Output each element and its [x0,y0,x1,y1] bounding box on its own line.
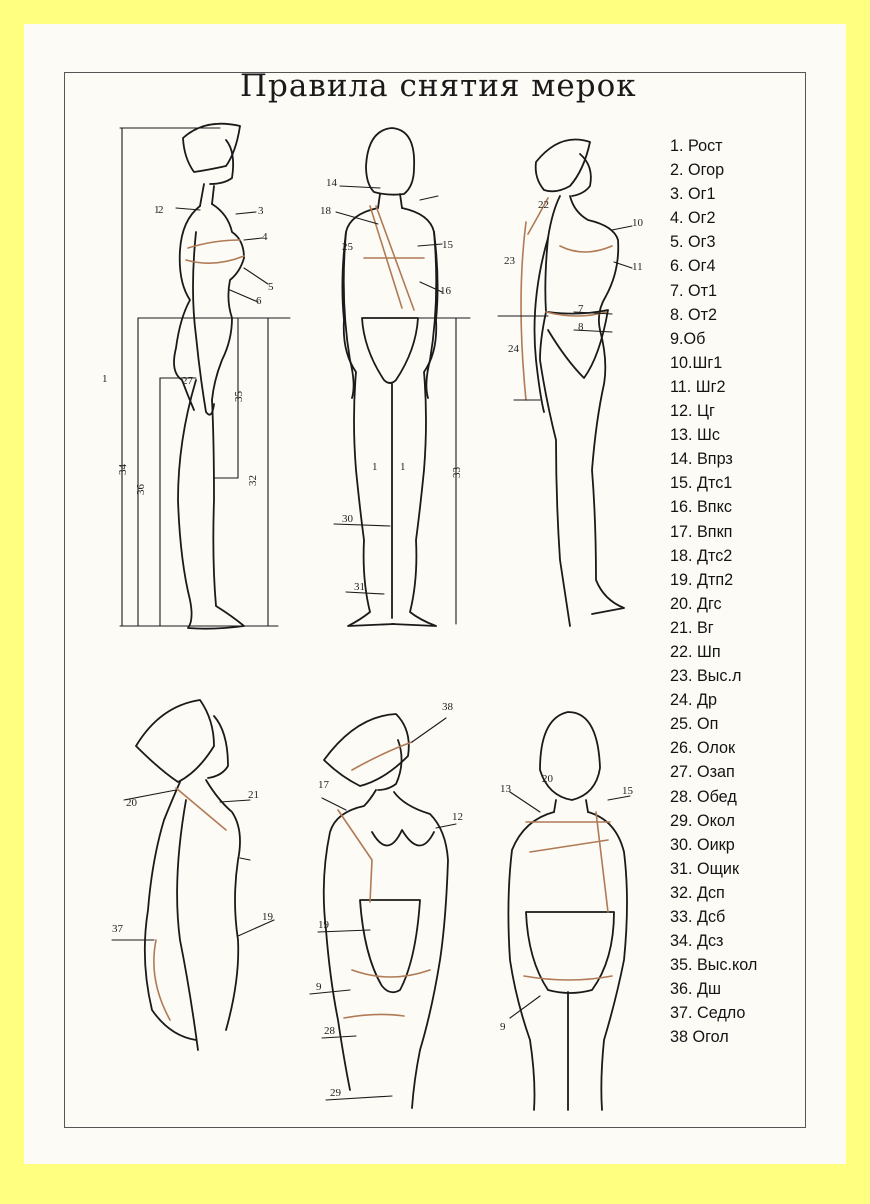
figure-4-callouts: 20 21 19 37 [112,789,274,935]
callout-label: 17 [318,779,330,791]
callout-label: 7 [578,303,584,315]
callout-label: 2 [158,204,164,216]
callout-label: 28 [324,1025,336,1037]
figure-right-outline [394,792,448,1108]
figure-4-measure-lines [154,788,226,1020]
callout-label: 21 [248,789,259,801]
callout-label: 20 [542,773,554,785]
callout-label: 18 [320,205,332,217]
callout-label: 22 [538,199,549,211]
callout-label: 23 [504,255,516,267]
figure-hair [540,712,600,800]
callout-label: 25 [342,241,354,253]
callout-label: 30 [342,513,354,525]
callout-label: 9 [500,1021,506,1033]
figure-arm [177,800,198,1050]
callout-label: 20 [126,797,138,809]
figure-3-measure-lines [521,198,612,400]
figure-front-view-upper [324,714,448,1108]
figure-hair [324,714,409,786]
figure-neck [378,194,402,208]
figure-face [572,154,591,196]
figure-2-measure-lines [364,206,424,310]
callout-label: 11 [632,261,643,273]
figure-hair [536,140,590,192]
figure-left-outline [508,812,554,1110]
figure-legs-outline [178,380,244,629]
callout-label: 36 [135,484,147,496]
callout-label: 1 [102,373,108,385]
callout-label: 16 [440,285,452,297]
callout-label: 35 [233,391,245,403]
figure-briefs [360,900,420,992]
callout-label: 12 [452,811,463,823]
callout-label: 29 [330,1087,342,1099]
figure-3-callouts: 10 11 7 8 23 24 22 [504,199,644,355]
figure-back-view-upper [508,712,627,1110]
callout-label: 33 [451,467,463,479]
callout-label: 1 [400,461,406,473]
callout-label: 15 [622,785,634,797]
figure-bust [372,830,434,846]
figure-neck [200,184,214,206]
figure-4-dimension-lines [112,790,274,940]
callout-label: 14 [326,177,338,189]
figure-front-outline [570,196,624,614]
figure-hair [366,128,414,195]
callout-label: 6 [256,295,262,307]
figure-side-view-upper [136,700,240,1050]
figure-hair [136,700,214,782]
callout-label: 32 [247,475,259,486]
callout-label: 10 [632,217,644,229]
figure-front-outline [212,204,244,400]
figure-briefs [526,912,614,993]
figure-1-dimension-lines [120,128,290,626]
figure-left-outline [324,790,376,1090]
figure-arm [193,232,214,415]
callout-label: 13 [500,783,512,795]
callout-label: 15 [442,239,454,251]
callout-label: 24 [508,343,520,355]
figure-5-measure-lines [338,742,430,1018]
callout-label: 4 [262,231,268,243]
figure-6-callouts: 13 20 15 9 [500,773,634,1033]
callout-label: 1 [372,461,378,473]
callout-label: 9 [316,981,322,993]
callout-label: 8 [578,321,584,333]
figure-left-outline [342,208,394,626]
figure-6-measure-lines [524,812,612,980]
figure-three-quarter-view-full [535,140,625,627]
callout-label: 3 [258,205,264,217]
figure-briefs [362,318,418,383]
callout-label: 19 [318,919,330,931]
figure-back-view-full [342,128,437,626]
figure-face [210,140,233,184]
callout-label: 34 [117,464,129,476]
callout-label: 19 [262,911,274,923]
callout-label: 38 [442,701,454,713]
callout-label: 37 [112,923,124,935]
callout-label: 27 [182,375,194,387]
figure-neck [554,800,588,812]
callout-label: 31 [354,581,365,593]
figure-back-outline [145,782,196,1040]
callout-label: 5 [268,281,274,293]
figure-arms [344,232,437,398]
